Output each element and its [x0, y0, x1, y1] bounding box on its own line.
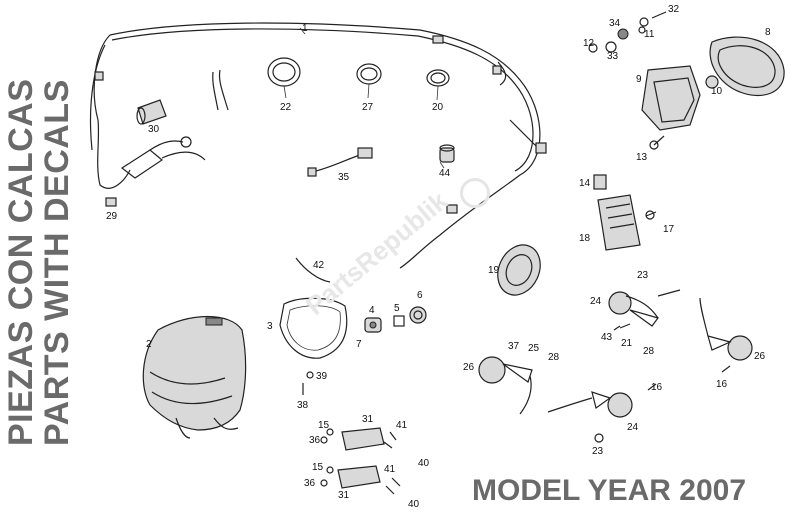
switch-parts	[364, 306, 427, 333]
callout-39: 39	[316, 371, 328, 382]
callout-7: 7	[356, 339, 362, 350]
clamp-parts	[267, 57, 450, 87]
callout-34: 34	[609, 18, 621, 29]
callout-9: 9	[636, 74, 642, 85]
connector-30	[136, 99, 167, 125]
callout-16b: 16	[716, 379, 728, 390]
callout-35: 35	[338, 172, 350, 183]
callout-18: 18	[579, 233, 591, 244]
callout-38: 38	[297, 400, 309, 411]
callout-8: 8	[765, 27, 771, 38]
callout-30: 30	[148, 124, 160, 135]
callout-13: 13	[636, 152, 648, 163]
callout-14: 14	[579, 178, 591, 189]
callout-20: 20	[432, 102, 444, 113]
callout-40a: 40	[418, 458, 430, 469]
headlight-lens-3	[279, 297, 348, 359]
callout-16a: 16	[651, 382, 663, 393]
callout-27: 27	[362, 102, 374, 113]
callout-33: 33	[607, 51, 619, 62]
callout-2: 2	[146, 339, 152, 350]
callout-25: 25	[528, 343, 540, 354]
callout-15a: 15	[318, 420, 330, 431]
callout-23b: 23	[592, 446, 604, 457]
callout-36a: 36	[309, 435, 321, 446]
callout-31b: 31	[338, 490, 350, 501]
callout-11: 11	[644, 29, 655, 40]
brackets-31	[320, 427, 401, 495]
callout-19: 19	[488, 265, 500, 276]
regulator-assembly	[593, 174, 657, 251]
callout-3: 3	[267, 321, 273, 332]
callout-23a: 23	[637, 270, 649, 281]
watermark-gear-icon	[460, 178, 490, 208]
callout-5: 5	[394, 303, 400, 314]
callout-32: 32	[668, 4, 680, 15]
callout-22: 22	[280, 102, 292, 113]
turn-indicators	[478, 289, 753, 443]
callout-24b: 24	[627, 422, 639, 433]
callout-28b: 28	[643, 346, 655, 357]
callout-42: 42	[313, 260, 325, 271]
wiring-harness	[89, 22, 547, 269]
callout-44: 44	[439, 168, 451, 179]
callout-6: 6	[417, 290, 423, 301]
callout-1: 1	[302, 23, 308, 34]
wire-42	[295, 257, 331, 283]
callout-37: 37	[508, 341, 520, 352]
screw-38	[302, 371, 314, 395]
callout-41b: 41	[384, 464, 396, 475]
leader-lines	[283, 27, 445, 169]
callout-26a: 26	[463, 362, 475, 373]
callout-17: 17	[663, 224, 675, 235]
callout-36b: 36	[304, 478, 316, 489]
title-spanish: PIEZAS CON CALCAS	[2, 78, 40, 446]
front-fairing-2	[142, 315, 247, 439]
callout-24a: 24	[590, 296, 602, 307]
title-english: PARTS WITH DECALS	[38, 79, 76, 446]
callout-12: 12	[583, 38, 595, 49]
callout-10: 10	[711, 86, 723, 97]
callout-43: 43	[601, 332, 613, 343]
callout-labels: 1 2 3 4 5 6 7 8 9 10 11 12 13 14 15 15 1…	[106, 4, 771, 510]
callout-29: 29	[106, 211, 118, 222]
tail-light-assembly	[588, 11, 785, 150]
clip-29	[105, 197, 117, 207]
callout-31a: 31	[362, 414, 374, 425]
grommet-44	[439, 144, 455, 163]
callout-21: 21	[621, 338, 633, 349]
model-year-label: MODEL YEAR 2007	[472, 474, 746, 507]
cable-35	[307, 147, 373, 177]
horn-19	[497, 244, 541, 296]
callout-15b: 15	[312, 462, 324, 473]
callout-28a: 28	[548, 352, 560, 363]
callout-41a: 41	[396, 420, 408, 431]
callout-4: 4	[369, 305, 375, 316]
callout-26b: 26	[754, 351, 766, 362]
callout-40b: 40	[408, 499, 420, 509]
